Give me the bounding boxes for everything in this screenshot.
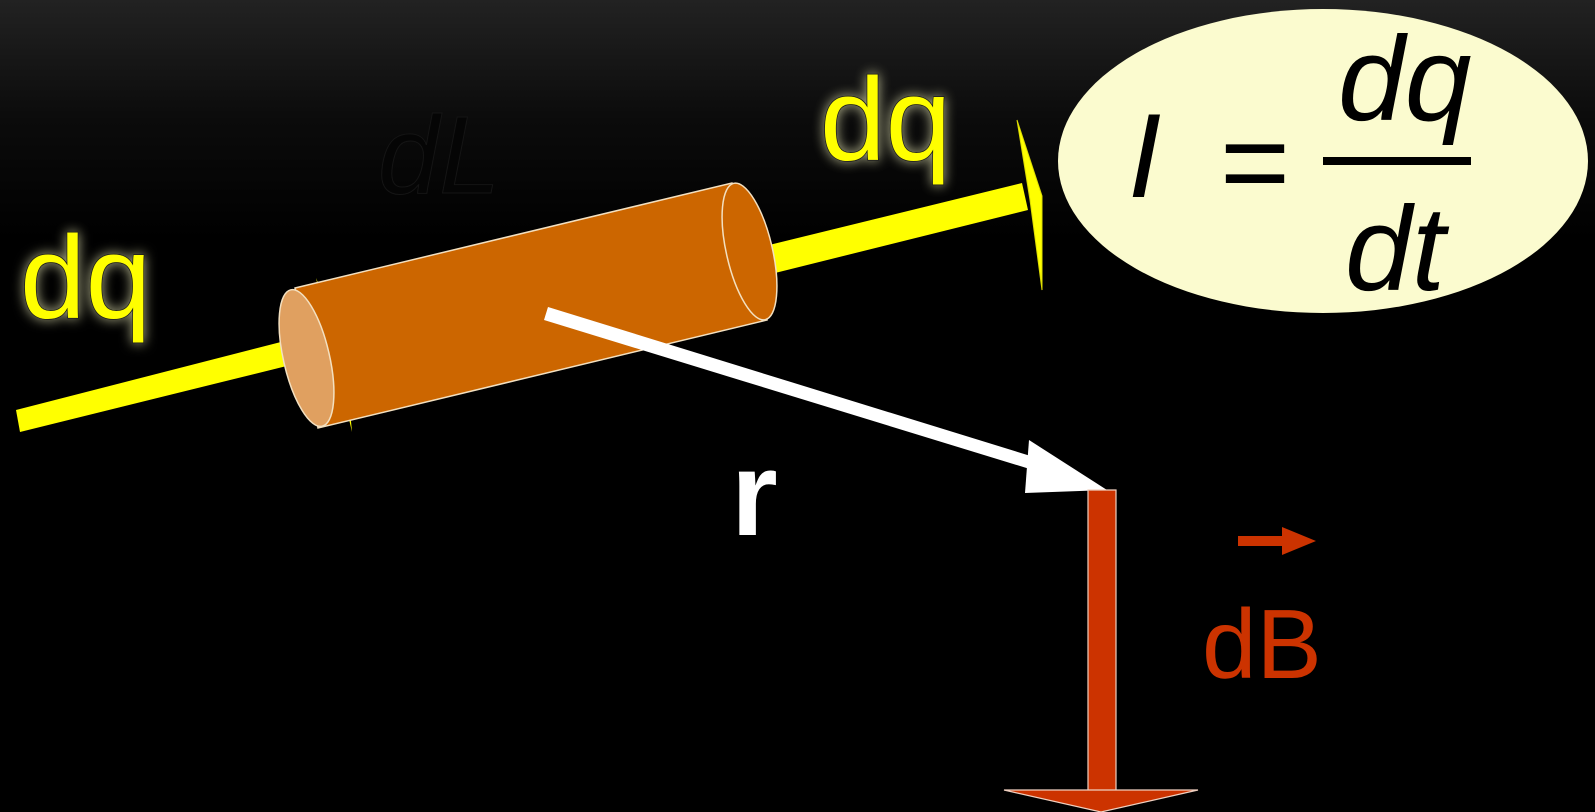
wire-right-segment <box>757 183 1028 276</box>
wire-left-segment <box>16 332 327 432</box>
cylinder-near-end <box>278 288 335 428</box>
formula-numerator: dq <box>1338 12 1471 146</box>
r-vector-arrowhead <box>1025 440 1107 493</box>
cylinder-far-end <box>721 182 778 321</box>
label-dB: dB <box>1202 589 1322 699</box>
label-dL: dL <box>378 94 500 217</box>
dB-vector-arrowhead <box>1003 789 1199 812</box>
wire-right-arrowhead <box>1016 119 1043 291</box>
label-dq-right: dq <box>820 54 951 186</box>
current-formula: I = dq dt <box>1058 9 1588 316</box>
formula-equals: = <box>1220 95 1290 229</box>
label-r: r <box>731 427 778 561</box>
formula-fraction-bar <box>1323 157 1471 165</box>
formula-lhs: I <box>1128 89 1161 223</box>
formula-denominator: dt <box>1345 182 1450 316</box>
label-dq-left: dq <box>20 212 151 344</box>
current-element-cylinder <box>278 182 778 429</box>
cylinder-body <box>294 182 768 429</box>
dB-vector-shaft <box>1087 489 1117 793</box>
r-vector-shaft <box>544 307 1050 474</box>
dB-overarrow-icon <box>1238 527 1316 555</box>
